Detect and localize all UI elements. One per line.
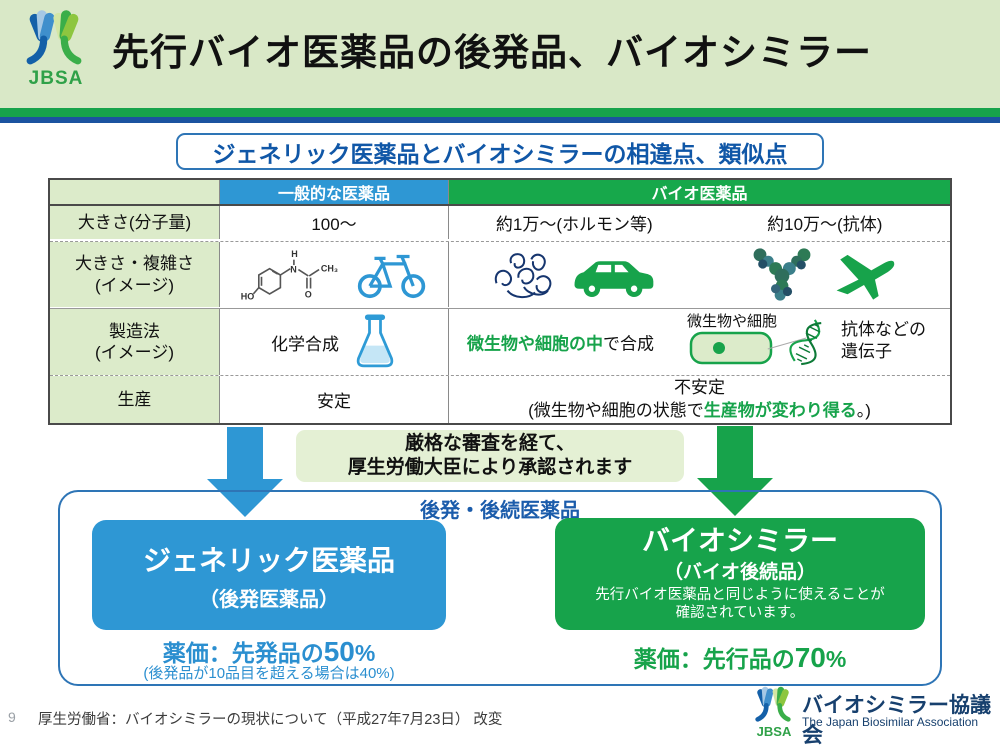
car-icon <box>569 252 657 298</box>
bio-synthesis-rest: で合成 <box>603 334 654 354</box>
production-unstable-note: (微生物や細胞の状態で生産物が変わり得る。) <box>528 400 871 422</box>
row-manufacturing-label: 製造法 (イメージ) <box>50 309 220 375</box>
biosimilar-box: バイオシミラー （バイオ後続品） 先行バイオ医薬品と同じように使えることが 確認… <box>555 518 925 630</box>
source-citation: 厚生労働省：バイオシミラーの現状について（平成27年7月23日） 改変 <box>38 712 503 728</box>
generic-drug-box: ジェネリック医薬品 （後発医薬品） <box>92 520 446 630</box>
jbsa-logo: JBSA <box>20 6 92 104</box>
approval-note-box: 厳格な審査を経て、 厚生労働大臣により承認されます <box>296 430 684 482</box>
comparison-subtitle-box: ジェネリック医薬品とバイオシミラーの相違点、類似点 <box>176 133 824 170</box>
jbsa-mark-icon <box>20 6 92 68</box>
generic-price-suffix: % <box>354 640 376 666</box>
approval-line2: 厚生労働大臣により承認されます <box>347 457 633 478</box>
divider-blue-bar <box>0 117 1000 123</box>
follow-on-group-box <box>58 490 942 686</box>
biosimilar-description-line2: 確認されています。 <box>675 605 805 622</box>
row-size-bio-antibody: 約10万〜(抗体) <box>767 215 883 234</box>
row-size-general: 100〜 <box>220 206 449 239</box>
airplane-icon <box>827 243 901 307</box>
production-unstable-label: 不安定 <box>674 378 725 398</box>
row-size-bio-hormone: 約1万〜(ホルモン等) <box>495 215 653 234</box>
production-note-post: 。) <box>856 400 871 420</box>
protein-squiggle-icon <box>491 246 557 304</box>
biosimilar-price: 薬価：先行品の70% <box>555 640 925 674</box>
row-complexity-label: 大きさ・複雑さ (イメージ) <box>50 242 220 307</box>
table-header-row: 一般的な医薬品 バイオ医薬品 <box>50 180 950 204</box>
biosimilar-subtitle: （バイオ後続品） <box>663 562 816 584</box>
row-size-label: 大きさ(分子量) <box>50 206 220 239</box>
row-production-general: 安定 <box>220 376 449 423</box>
footer-jbsa-logo: JBSA <box>750 684 798 739</box>
comparison-subtitle: ジェネリック医薬品とバイオシミラーの相違点、類似点 <box>212 140 788 167</box>
svg-text:H: H <box>291 249 298 259</box>
row-complexity-label-line1: 大きさ・複雑さ <box>75 254 194 274</box>
follow-on-group-label: 後発・後続医薬品 <box>420 500 580 522</box>
row-complexity-bio-hormone <box>449 242 700 307</box>
gene-caption-line1: 抗体などの <box>841 320 926 339</box>
header-band <box>0 0 1000 108</box>
row-complexity-bio <box>449 242 950 307</box>
table-row-production: 生産 安定 不安定 (微生物や細胞の状態で生産物が変わり得る。) <box>50 375 950 423</box>
divider-green-bar <box>0 108 1000 117</box>
svg-text:HO: HO <box>241 291 255 301</box>
biosimilar-title: バイオシミラー <box>641 524 838 556</box>
production-note-pre: (微生物や細胞の状態で <box>528 400 704 420</box>
gene-caption-line2: 遺伝子 <box>841 342 892 362</box>
generic-price-prefix: 薬価：先発品の <box>162 640 324 666</box>
row-manufacturing-label-line2: (イメージ) <box>95 343 174 362</box>
generic-price-note: (後発品が10品目を超える場合は40%) <box>143 665 395 682</box>
biosimilar-description: 先行バイオ医薬品と同じように使えることが 確認されています。 <box>595 586 885 622</box>
footer-jbsa-mark-icon <box>750 684 798 724</box>
biosimilar-price-value: 70 <box>794 642 826 673</box>
row-size-bio: 約1万〜(ホルモン等) 約10万〜(抗体) <box>449 206 950 239</box>
biosimilar-description-line1: 先行バイオ医薬品と同じように使えることが <box>595 587 885 604</box>
flask-icon <box>353 312 397 372</box>
approval-line1: 厳格な審査を経て、 <box>404 433 576 455</box>
cell-icon <box>689 331 773 365</box>
generic-drug-title: ジェネリック医薬品 <box>142 544 395 576</box>
dna-helix-icon <box>781 308 835 377</box>
chemical-synthesis-label: 化学合成 <box>271 334 339 354</box>
footer-jbsa-logo-text: JBSA <box>756 724 792 739</box>
header-empty-cell <box>50 180 220 204</box>
antibody-molecule-icon <box>749 245 815 305</box>
page-number: 9 <box>8 709 16 725</box>
row-complexity-label-line2: (イメージ) <box>95 275 174 295</box>
biosimilar-price-prefix: 薬価：先行品の <box>633 646 795 672</box>
svg-text:O: O <box>305 289 312 299</box>
gene-caption: 抗体などの 遺伝子 <box>841 319 926 363</box>
generic-price: 薬価：先発品の50% <box>92 634 446 668</box>
row-manufacturing-label-line1: 製造法 <box>109 321 160 341</box>
production-note-highlight: 生産物が変わり得る <box>703 400 857 420</box>
generic-price-value: 50 <box>323 636 355 667</box>
header-bio-drug: バイオ医薬品 <box>449 180 950 204</box>
row-complexity-bio-antibody <box>700 242 951 307</box>
cell-caption: 微生物や細胞 <box>687 313 778 330</box>
row-production-bio: 不安定 (微生物や細胞の状態で生産物が変わり得る。) <box>449 376 950 423</box>
biosimilar-price-suffix: % <box>825 646 847 672</box>
page-title: 先行バイオ医薬品の後発品、バイオシミラー <box>112 32 872 73</box>
bio-synthesis-text: 微生物や細胞の中で合成 <box>467 330 654 355</box>
header-general-drug: 一般的な医薬品 <box>220 180 449 204</box>
down-arrow-biosimilar-icon <box>695 426 775 516</box>
row-manufacturing-bio: 微生物や細胞の中で合成 微生物や細胞 <box>449 309 950 375</box>
table-row-size: 大きさ(分子量) 100〜 約1万〜(ホルモン等) 約10万〜(抗体) <box>50 204 950 239</box>
down-arrow-generic-icon <box>205 427 285 517</box>
association-name-en: The Japan Biosimilar Association <box>802 715 979 729</box>
row-manufacturing-general: 化学合成 <box>220 309 449 375</box>
bicycle-icon <box>355 251 429 299</box>
comparison-table: 一般的な医薬品 バイオ医薬品 大きさ(分子量) 100〜 約1万〜(ホルモン等)… <box>48 178 952 425</box>
generic-drug-subtitle: （後発医薬品） <box>199 588 339 611</box>
jbsa-logo-text: JBSA <box>28 68 84 89</box>
svg-text:CH₃: CH₃ <box>321 263 338 273</box>
row-production-label: 生産 <box>50 376 220 423</box>
bio-synthesis-highlight: 微生物や細胞の中 <box>467 334 603 354</box>
table-row-manufacturing: 製造法 (イメージ) 化学合成 微生物や細胞の中で合成 微生物や細胞 <box>50 308 950 375</box>
svg-text:N: N <box>290 264 297 274</box>
